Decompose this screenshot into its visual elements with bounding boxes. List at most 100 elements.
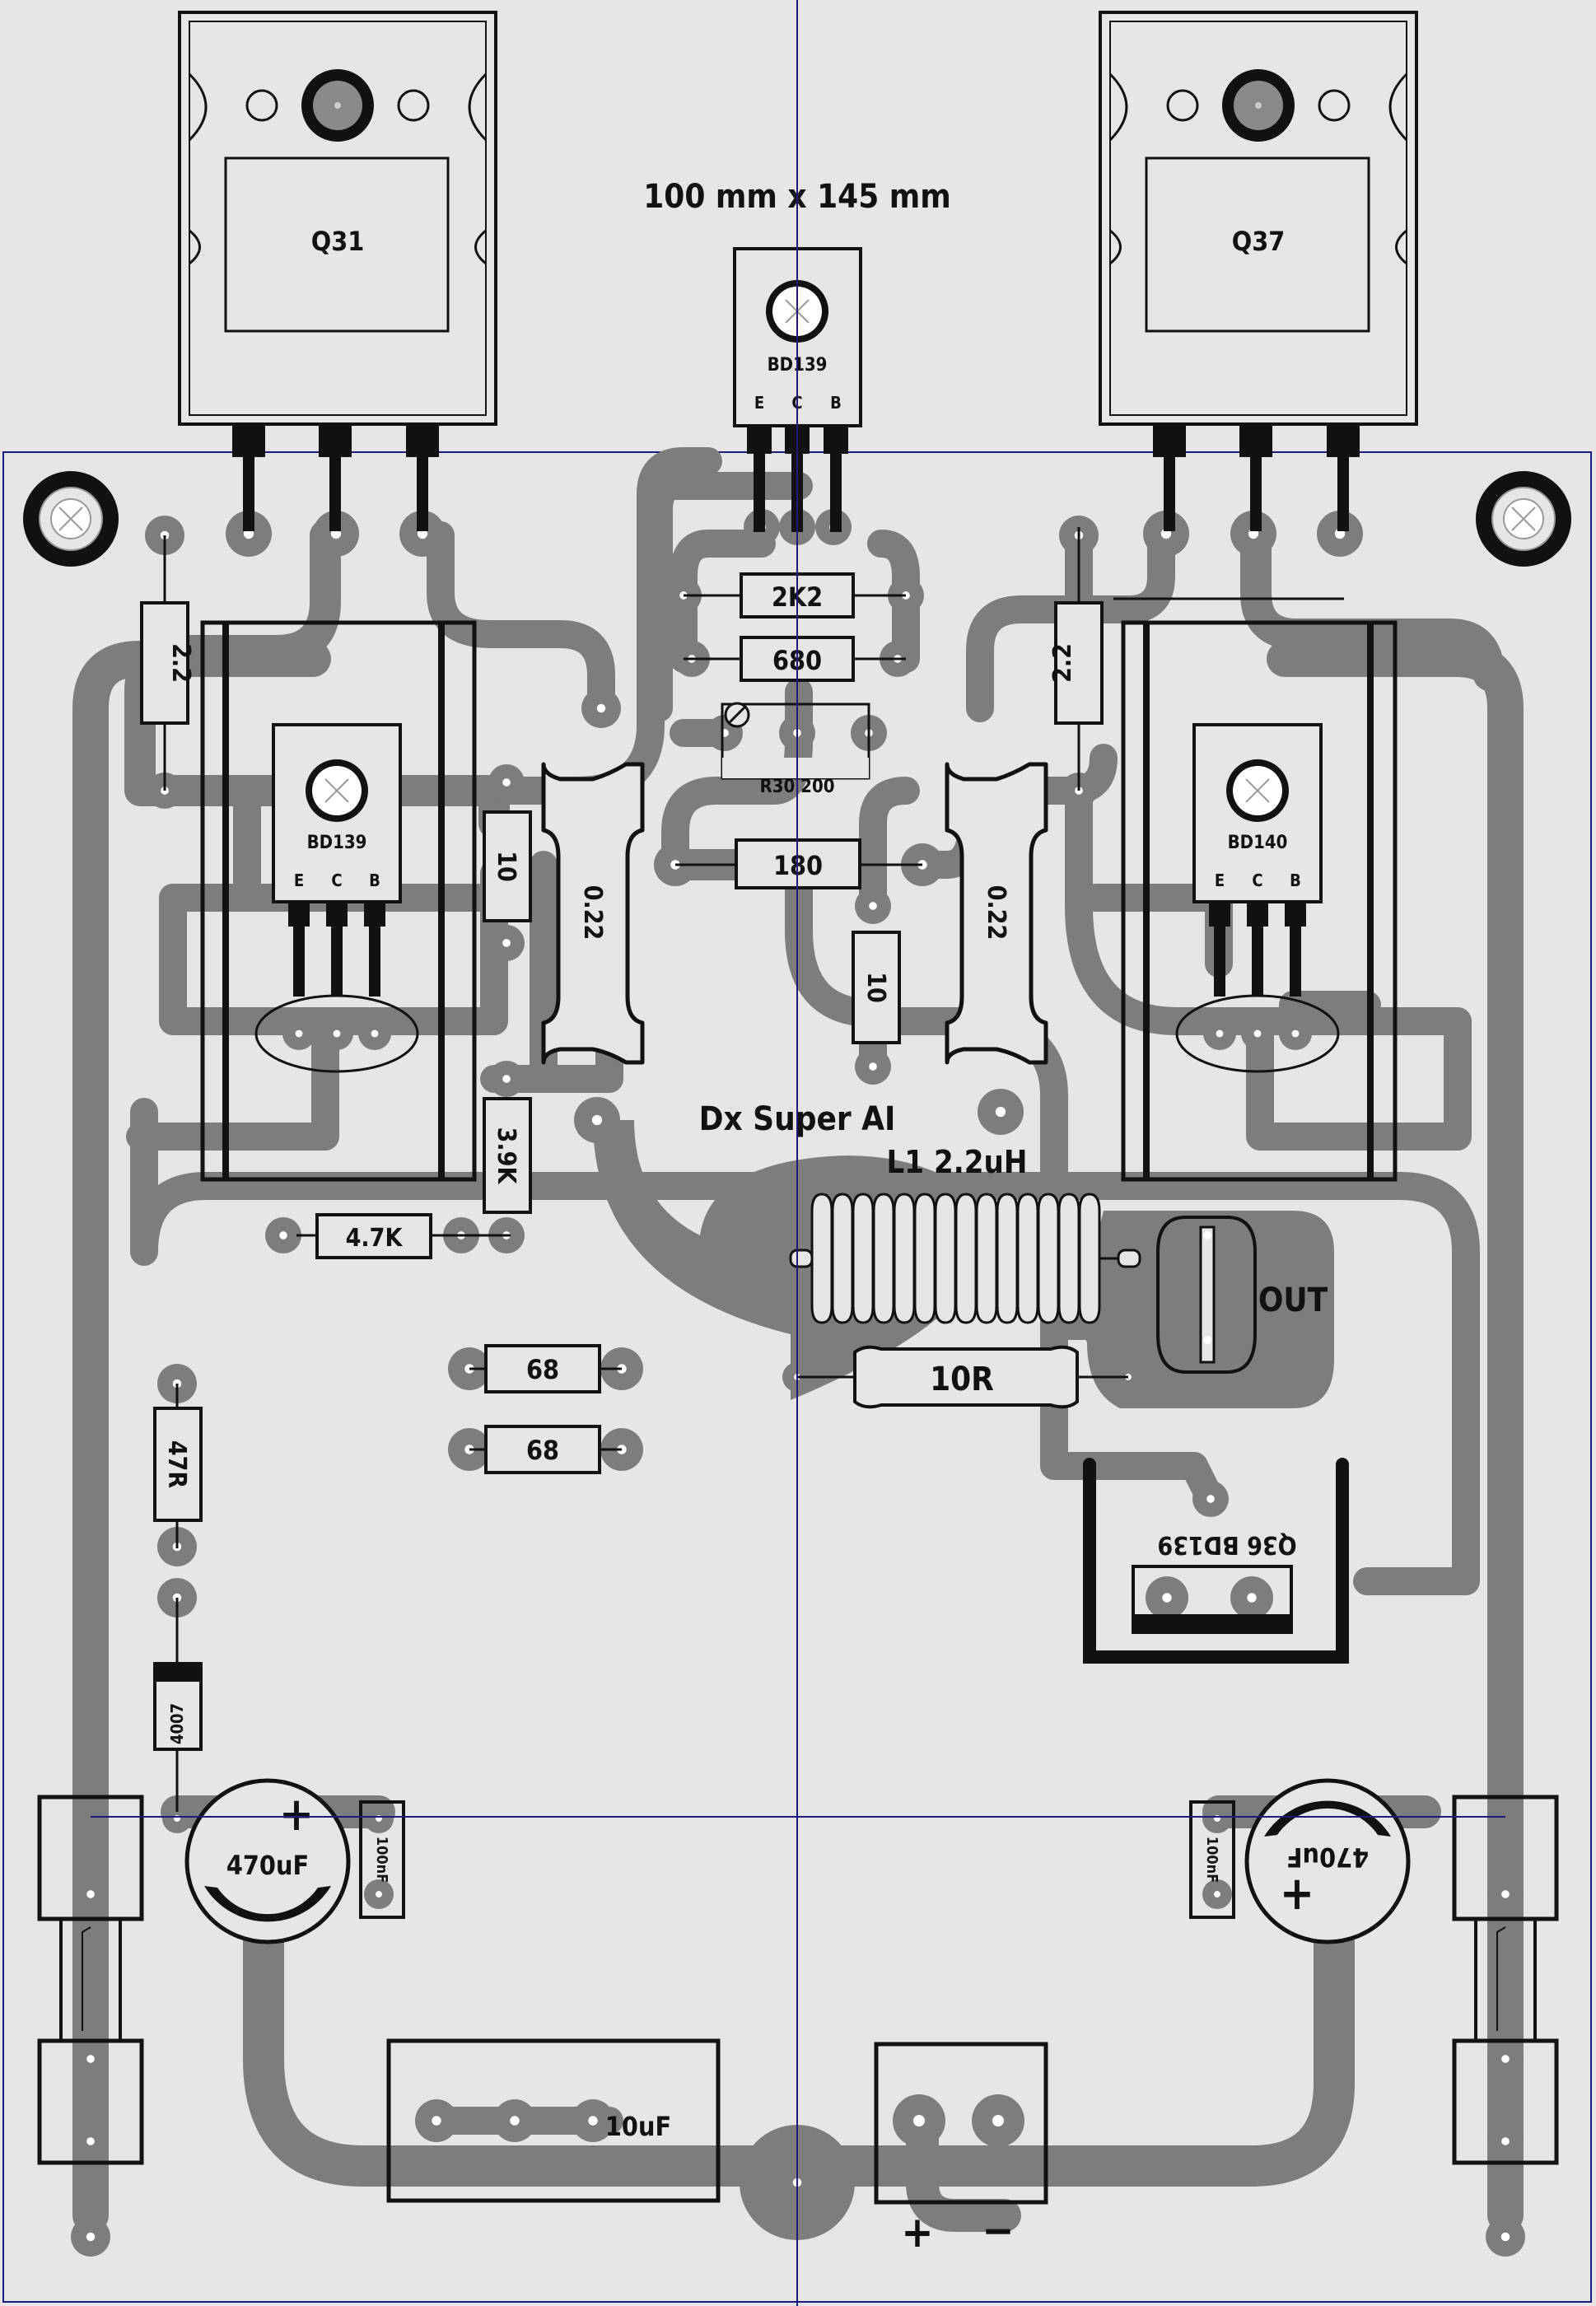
cap-100n-right-label: 100nF — [1203, 1837, 1220, 1883]
power-plus-label: + — [901, 2208, 933, 2257]
bias-pin-b: B — [830, 393, 842, 413]
resistor-4-7k: 4.7K — [296, 1213, 511, 1259]
cap-right-label: 470uF — [1286, 1842, 1369, 1873]
capacitor-470uf-left: + 470uF — [184, 1778, 351, 1944]
heatsink-left — [200, 620, 477, 1182]
bias-pin-e: E — [754, 393, 764, 413]
resistor-68-b-label: 68 — [526, 1435, 559, 1466]
pads — [71, 509, 1525, 2257]
resistor-10r-label: 10R — [930, 1361, 994, 1398]
resistor-10r: 10R — [797, 1345, 1128, 1409]
drill-hole — [596, 703, 606, 713]
driver-right-label: BD140 — [1228, 833, 1288, 853]
resistor-68-a-label: 68 — [526, 1354, 559, 1385]
resistor-3-9k-label: 3.9K — [492, 1127, 520, 1185]
resistor-2-2-left: 2.2 — [140, 535, 195, 791]
output-label: OUT — [1258, 1281, 1328, 1319]
drill-hole — [432, 2116, 441, 2126]
drill-hole — [279, 1231, 287, 1239]
q36-label: Q36 BD139 — [1157, 1530, 1296, 1559]
coil-turn — [913, 1193, 936, 1324]
resistor-47r-label: 47R — [162, 1440, 191, 1489]
q31-label: Q31 — [311, 226, 365, 257]
drill-hole — [86, 1890, 95, 1898]
resistor-68-b: 68 — [469, 1425, 622, 1474]
driver-right-pin-c: C — [1252, 871, 1262, 890]
capacitor-100nf-left: 100nF — [359, 1800, 405, 1919]
driver-left-pin-b: B — [369, 871, 380, 890]
drill-hole — [1247, 1593, 1257, 1603]
resistor-022-right-label: 0.22 — [982, 885, 1010, 941]
coil-turn — [934, 1193, 957, 1324]
drill-hole — [510, 2116, 520, 2126]
driver-right-pin-b: B — [1290, 871, 1301, 890]
drill-hole — [1501, 2137, 1510, 2145]
capacitor-100nf-right: 100nF — [1189, 1800, 1235, 1919]
coil-turn — [831, 1193, 854, 1324]
resistor-022-left-label: 0.22 — [578, 885, 607, 941]
coil-turn — [810, 1193, 833, 1324]
driver-right-pin-e: E — [1215, 871, 1225, 890]
drill-hole — [502, 1075, 511, 1083]
heatsink-right — [1121, 620, 1398, 1182]
drill-hole — [86, 2232, 96, 2242]
resistor-2-2-right: 2.2 — [1048, 527, 1104, 791]
drill-hole — [1214, 1891, 1220, 1898]
drill-hole — [376, 1891, 382, 1898]
drill-hole — [591, 1114, 603, 1126]
fuse-left — [37, 1795, 144, 2165]
power-connector: + − — [874, 2042, 1048, 2257]
resistor-4-7k-label: 4.7K — [346, 1224, 404, 1253]
inductor-label: L1 2.2uH — [887, 1144, 1028, 1180]
cap-right-plus: + — [1280, 1867, 1314, 1921]
drill-hole — [295, 1029, 303, 1038]
capacitor-10uf: 10uF — [386, 2038, 721, 2203]
resistor-10-left-label: 10 — [492, 851, 520, 882]
diode-4007: 4007 — [153, 1598, 203, 1812]
drill-hole — [992, 2114, 1005, 2127]
driver-left-label: BD139 — [307, 833, 367, 853]
resistor-10-left: 10 — [483, 810, 532, 922]
coil-turn — [872, 1193, 895, 1324]
resistor-022-left: 0.22 — [541, 762, 645, 1065]
resistor-10-right: 10 — [852, 931, 901, 1044]
coil-turn — [1016, 1193, 1039, 1324]
drill-hole — [1501, 2055, 1510, 2063]
coil-turn — [1037, 1193, 1060, 1324]
cap-left-label: 470uF — [226, 1850, 309, 1881]
mounting-hole-left — [23, 471, 119, 567]
drill-hole — [333, 1029, 341, 1038]
resistor-2k2: 2K2 — [684, 572, 906, 619]
coil-turn — [893, 1193, 916, 1324]
drill-hole — [1291, 1029, 1300, 1038]
fuse-right — [1452, 1795, 1559, 2165]
cap-10uf-label: 10uF — [605, 2111, 671, 2142]
drill-hole — [1501, 1890, 1510, 1898]
drill-hole — [502, 778, 511, 787]
drill-hole — [86, 2137, 95, 2145]
mounting-hole-right — [1476, 471, 1571, 567]
drill-hole — [869, 902, 877, 910]
cap-100n-left-label: 100nF — [373, 1837, 390, 1883]
drill-hole — [1206, 1495, 1215, 1503]
driver-left-pin-e: E — [294, 871, 304, 890]
coil-turn — [1057, 1193, 1080, 1324]
transistor-q36: Q36 BD139 — [1083, 1458, 1349, 1664]
drill-hole — [371, 1029, 379, 1038]
resistor-47r: 47R — [153, 1384, 203, 1548]
capacitor-470uf-right: + 470uF — [1244, 1778, 1411, 1944]
q37-label: Q37 — [1232, 226, 1286, 257]
transistor-q37: Q37 — [1099, 11, 1418, 531]
drill-hole — [995, 1106, 1006, 1118]
resistor-022-right: 0.22 — [945, 762, 1048, 1065]
driver-left-pin-c: C — [331, 871, 342, 890]
resistor-68-a: 68 — [469, 1344, 622, 1393]
coil-turn — [852, 1193, 875, 1324]
diode-label: 4007 — [167, 1703, 187, 1744]
drill-hole — [869, 1062, 877, 1071]
resistor-2-2-right-label: 2.2 — [1048, 643, 1077, 683]
resistor-10-right-label: 10 — [861, 972, 890, 1003]
resistor-2-2-left-label: 2.2 — [166, 643, 195, 683]
drill-hole — [1162, 1593, 1172, 1603]
drill-hole — [1216, 1029, 1224, 1038]
